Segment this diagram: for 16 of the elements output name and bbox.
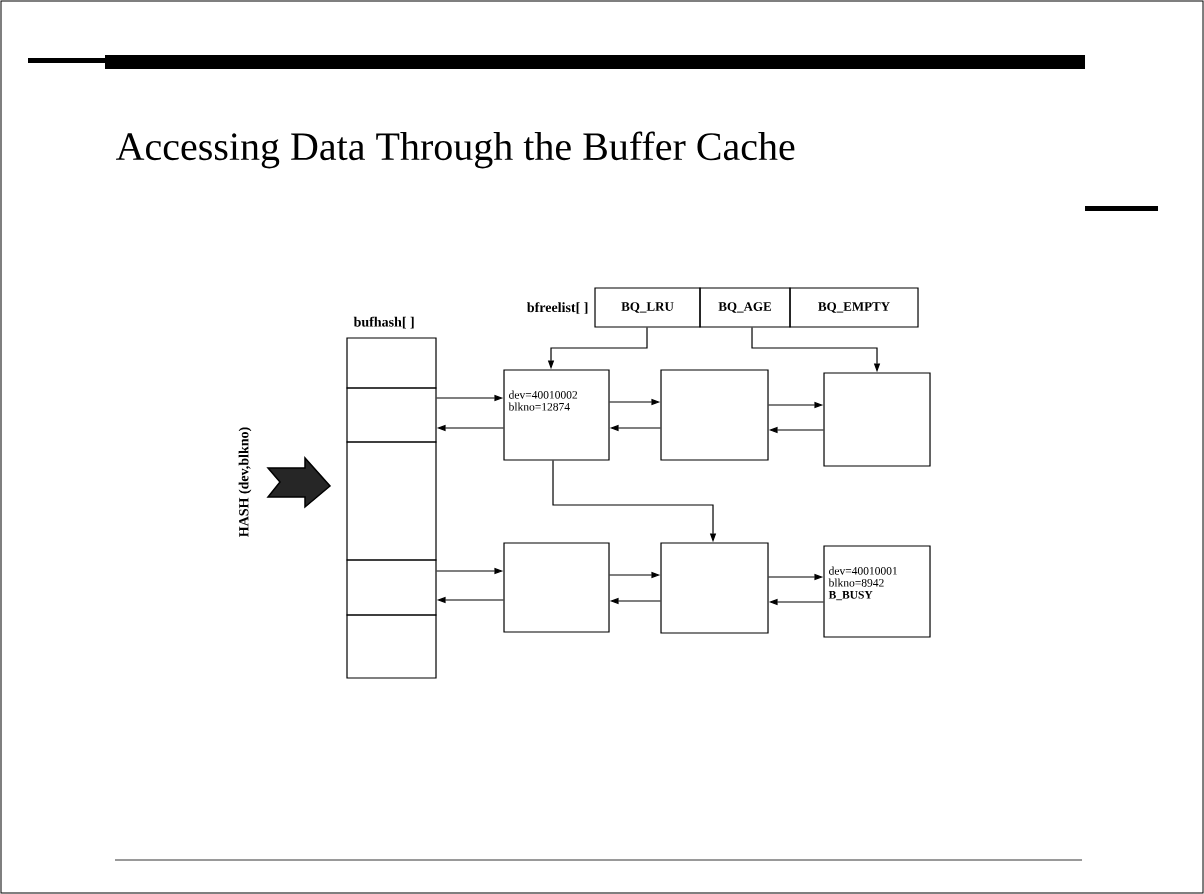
list-head-cell: BQ_EMPTY [789,287,919,328]
title: Accessing Data Through the Buffer Cache [116,131,795,169]
list-head-cell: BQ_AGE [699,287,791,328]
array-cell [346,614,437,679]
array-cell [346,337,437,389]
buffer-box: dev=40010001 blkno=8942 B_BUSY [823,545,931,638]
array-cell [346,387,437,443]
buffer-box [660,369,769,461]
array-cell [346,441,437,561]
buffer-box [660,542,769,634]
list-head-cell: BQ_LRU [594,287,701,328]
buffer-box [823,372,931,467]
buffer-box [503,542,610,633]
hash-label: HASH (dev,blkno) [238,427,252,537]
buffer-box: dev=40010002 blkno=12874 [503,369,610,461]
array-cell [346,559,437,616]
